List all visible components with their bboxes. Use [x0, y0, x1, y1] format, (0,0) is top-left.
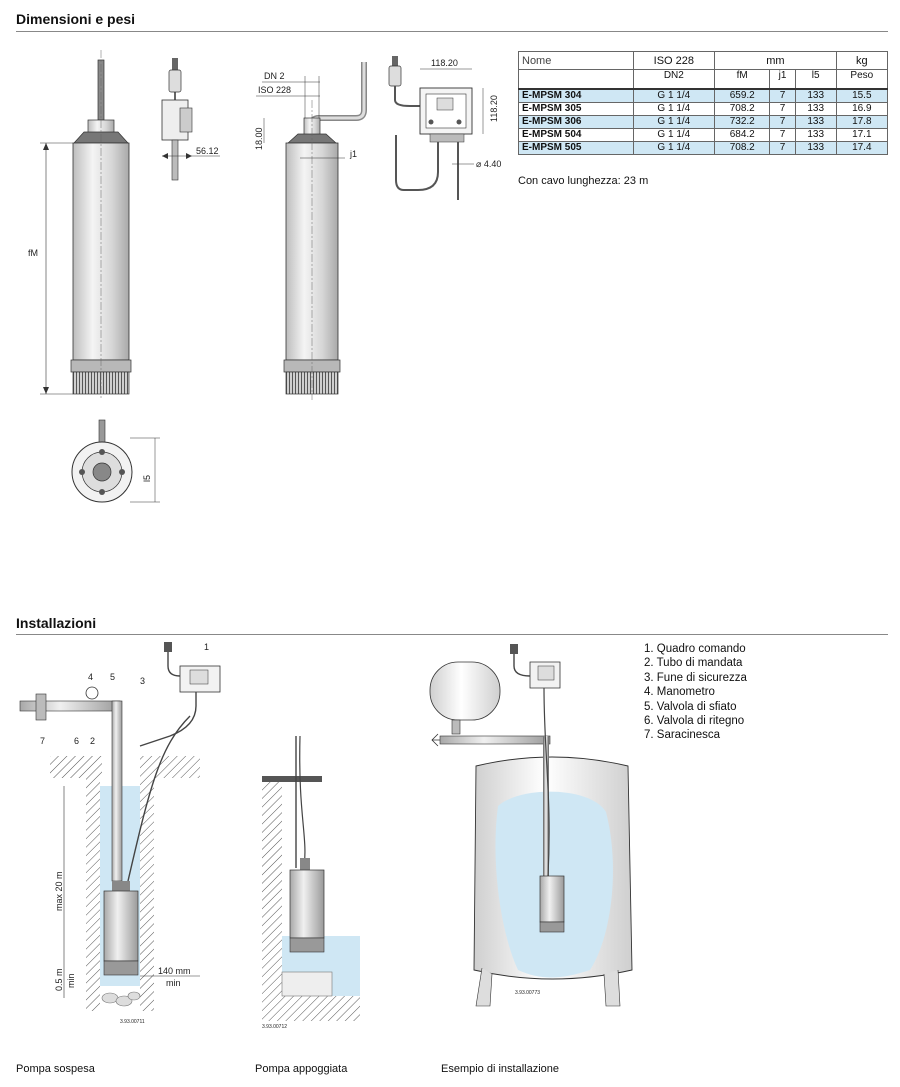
table-row: E-MPSM 306 G 1 1/4 732.2 7 133 17.8 — [518, 115, 889, 129]
phi-label: ⌀ 4.40 — [476, 159, 501, 169]
legend-item: 4. Manometro — [644, 686, 715, 699]
code-1: 3.93.00711 — [120, 1019, 145, 1025]
legend-item: 7. Saracinesca — [644, 729, 721, 742]
callout-3: 3 — [140, 676, 145, 686]
col-j1-header: j1 — [769, 69, 796, 90]
callout-2: 2 — [90, 736, 95, 746]
callout-4: 4 — [88, 672, 93, 682]
max20-label: max 20 m — [54, 871, 64, 911]
col-kg-header: kg — [835, 51, 889, 70]
table-row: E-MPSM 305 G 1 1/4 708.2 7 133 16.9 — [518, 102, 889, 116]
min05-min-label: min — [66, 973, 76, 988]
table-row: E-MPSM 304 G 1 1/4 659.2 7 133 15.5 — [518, 88, 889, 103]
col-name-header: Nome — [518, 51, 634, 70]
installation-legend: 1. Quadro comando 2. Tubo di mandata 3. … — [644, 642, 747, 743]
col-iso-header: ISO 228 — [632, 51, 716, 70]
code-2: 3.93.00712 — [262, 1024, 287, 1030]
standing-pump-drawing: 3.93.00712 — [262, 735, 360, 1030]
tank-install-drawing: 3.93.00773 — [429, 644, 633, 1007]
callout-6: 6 — [74, 736, 79, 746]
d140-label: 140 mm — [158, 966, 191, 976]
d140-min-label: min — [166, 978, 181, 988]
min05-label: 0.5 m — [54, 968, 64, 991]
height-118-label: 118.20 — [489, 95, 499, 122]
legend-item: 3. Fune di sicurezza — [644, 671, 747, 684]
legend-item: 5. Valvola di sfiato — [644, 700, 737, 713]
dn2-label: DN 2 — [264, 71, 285, 81]
caption-example: Esempio di installazione — [441, 1063, 560, 1075]
caption-suspended: Pompa sospesa — [16, 1063, 95, 1075]
code-3: 3.93.00773 — [515, 990, 540, 996]
caption-standing: Pompa appoggiata — [255, 1063, 348, 1075]
control-box-view: 118.20 118.20 ⌀ 4.40 — [388, 56, 501, 200]
pump-bottom-view: l5 — [71, 419, 160, 503]
legend-item: 1. Quadro comando — [644, 643, 746, 655]
col-peso-header: Peso — [835, 69, 889, 90]
suspended-pump-drawing: max 20 m 0.5 m min 140 mm min 1 4 5 3 7 … — [19, 642, 221, 1025]
fm-label: fM — [28, 248, 38, 258]
pump-dimension-drawing: fM 56.12 DN 2 ISO 228 18.00 j1 — [28, 50, 501, 503]
legend-item: 6. Valvola di ritegno — [644, 715, 745, 728]
dim-18-label: 18.00 — [254, 127, 264, 150]
pump-with-outlet-view: DN 2 ISO 228 18.00 j1 — [254, 62, 367, 400]
installation-drawings: max 20 m 0.5 m min 140 mm min 1 4 5 3 7 … — [19, 642, 633, 1030]
col-mm-header: mm — [714, 51, 837, 70]
cable-length-note: Con cavo lunghezza: 23 m — [518, 175, 649, 187]
callout-7: 7 — [40, 736, 45, 746]
install-title: Installazioni — [16, 615, 97, 631]
install-divider — [16, 634, 888, 635]
legend-item: 2. Tubo di mandata — [644, 657, 743, 670]
col-dn2-header: DN2 — [632, 69, 716, 90]
j1-label: j1 — [349, 149, 357, 159]
width-118-label: 118.20 — [431, 58, 458, 68]
table-row: E-MPSM 504 G 1 1/4 684.2 7 133 17.1 — [518, 128, 889, 142]
dim-56-label: 56.12 — [196, 146, 219, 156]
table-row: E-MPSM 505 G 1 1/4 708.2 7 133 17.4 — [518, 141, 889, 155]
dimensions-divider — [16, 31, 888, 32]
dimensions-title: Dimensioni e pesi — [16, 11, 136, 27]
iso228-label: ISO 228 — [258, 85, 291, 95]
pump-front-view: fM — [28, 50, 132, 400]
col-l5-header: l5 — [794, 69, 837, 90]
col-fm-header: fM — [714, 69, 771, 90]
callout-1: 1 — [204, 642, 209, 652]
blank-header — [518, 69, 634, 90]
l5-label: l5 — [142, 475, 152, 482]
spec-table: Nome ISO 228 mm kg DN2 fM j1 l5 Peso E-M… — [518, 51, 889, 155]
callout-5: 5 — [110, 672, 115, 682]
pump-side-view: 56.12 — [161, 58, 220, 181]
